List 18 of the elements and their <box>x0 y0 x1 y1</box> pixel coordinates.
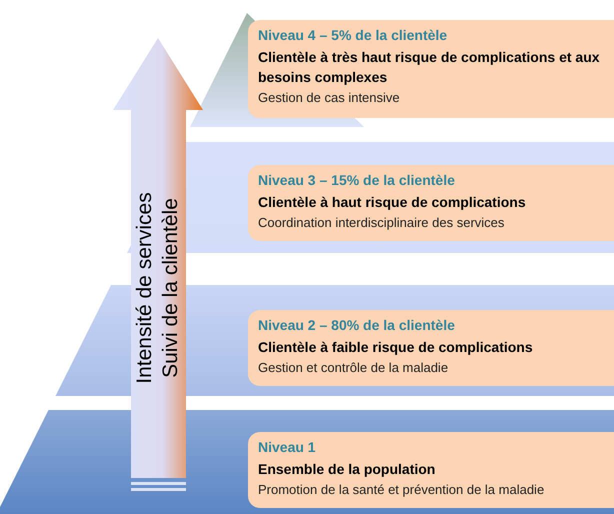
level-box <box>248 310 614 386</box>
level-description: Promotion de la santé et prévention de la maladie <box>258 481 546 499</box>
level-title: Niveau 3 – 15% de la clientèle <box>258 171 456 190</box>
level-title: Niveau 4 – 5% de la clientèle <box>258 26 448 45</box>
level-heading: Clientèle à très haut risque de complications et aux besoins complexes <box>258 48 601 87</box>
level-title: Niveau 2 – 80% de la clientèle <box>258 316 456 335</box>
level-box <box>248 20 614 118</box>
arrow-label: Intensité de services <box>132 192 157 384</box>
level-heading: Ensemble de la population <box>258 460 436 479</box>
level-box <box>248 165 614 241</box>
level-heading: Clientèle à haut risque de complications <box>258 193 527 212</box>
level-box <box>248 432 614 508</box>
level-description: Gestion et contrôle de la maladie <box>258 359 450 377</box>
level-heading: Clientèle à faible risque de complications <box>258 338 534 357</box>
level-description: Coordination interdisciplinaire des services <box>258 214 506 232</box>
level-description: Gestion de cas intensive <box>258 89 401 107</box>
arrow-label: Suivi de la clientèle <box>158 198 183 378</box>
level-title: Niveau 1 <box>258 438 317 457</box>
